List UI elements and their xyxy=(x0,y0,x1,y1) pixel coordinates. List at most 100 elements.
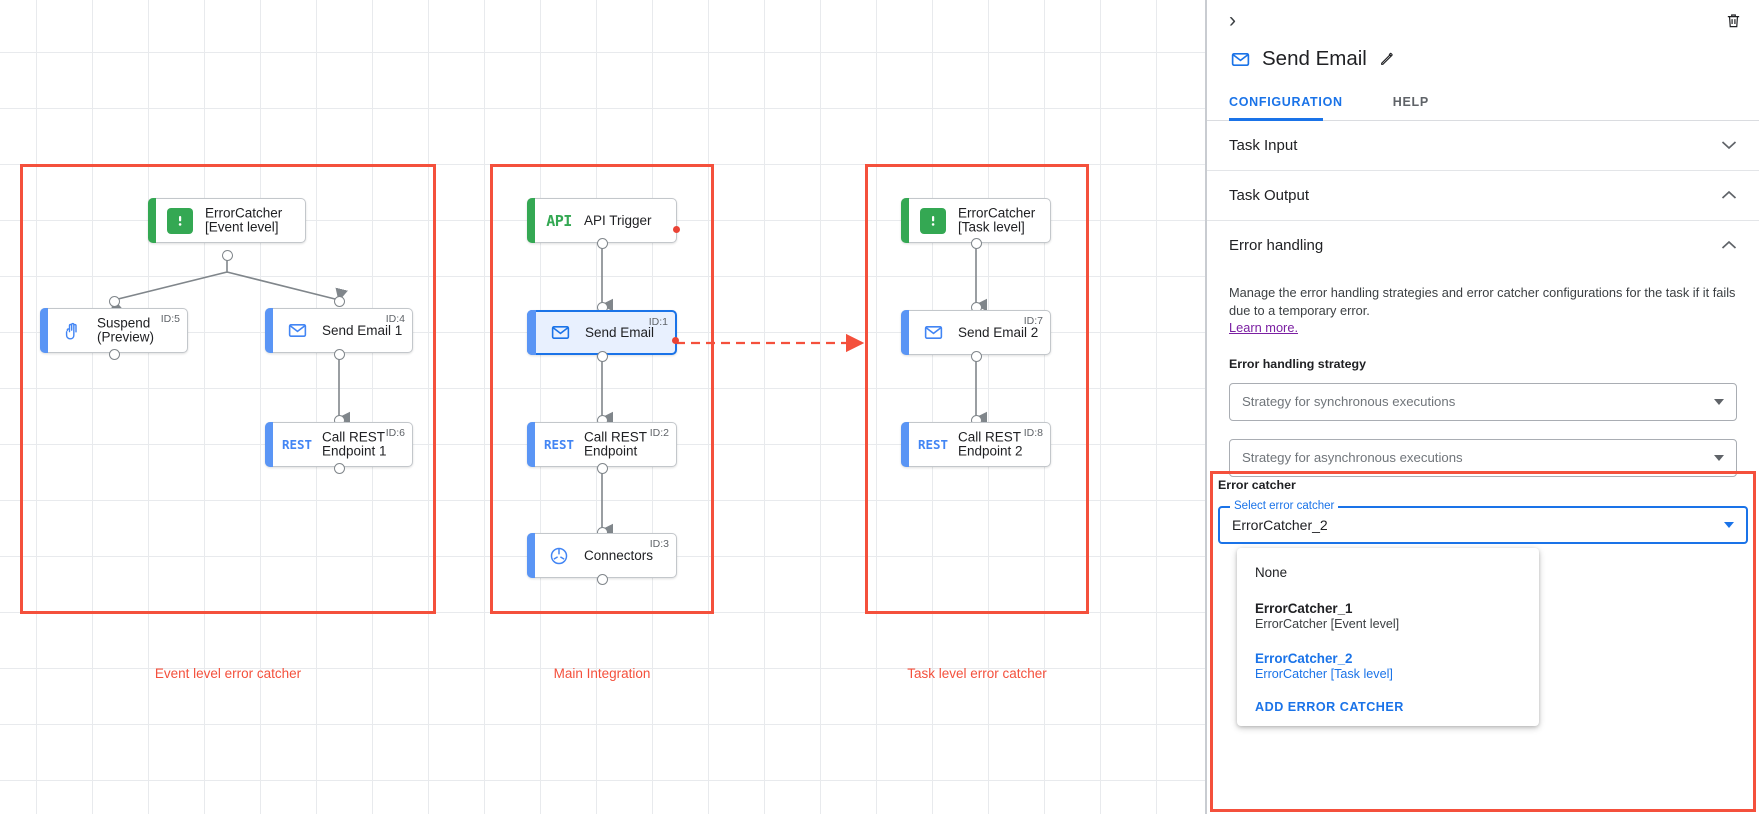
section-task-input[interactable]: Task Input xyxy=(1207,121,1759,171)
panel-header: › Send Email xyxy=(1207,0,1759,85)
group-caption-main-integration: Main Integration xyxy=(553,666,651,681)
dropdown-option-none[interactable]: None xyxy=(1237,559,1539,586)
node-suspend[interactable]: Suspend (Preview) ID:5 xyxy=(40,308,188,353)
node-port-out[interactable] xyxy=(222,250,233,261)
error-catcher-section-label: Error catcher xyxy=(1218,478,1296,492)
node-label: Send Email xyxy=(585,324,655,340)
node-id-tag: ID:6 xyxy=(385,427,405,439)
group-box-event-level xyxy=(20,164,436,614)
chevron-down-icon xyxy=(1721,138,1737,153)
delete-task-button[interactable] xyxy=(1721,8,1745,32)
section-task-output[interactable]: Task Output xyxy=(1207,171,1759,221)
node-accent-bar xyxy=(527,310,536,355)
node-port-out[interactable] xyxy=(597,463,608,474)
option-sublabel: ErrorCatcher [Task level] xyxy=(1255,667,1393,681)
section-title: Error handling xyxy=(1229,237,1324,254)
node-port-out[interactable] xyxy=(971,351,982,362)
node-call-rest-endpoint-2[interactable]: REST Call REST Endpoint 2 ID:8 xyxy=(901,422,1051,467)
node-send-email-selected[interactable]: Send Email ID:1 xyxy=(527,310,679,355)
integration-canvas[interactable]: Event level error catcher Main Integrati… xyxy=(0,0,1207,814)
group-caption-event-level: Event level error catcher xyxy=(154,666,302,681)
dropdown-option-errorcatcher-1[interactable]: ErrorCatcher_1 ErrorCatcher [Event level… xyxy=(1237,595,1539,637)
email-icon xyxy=(547,320,573,346)
error-handling-body: Manage the error handling strategies and… xyxy=(1207,270,1759,477)
node-port-out[interactable] xyxy=(597,238,608,249)
node-id-tag: ID:4 xyxy=(385,313,405,325)
connectors-icon xyxy=(546,543,572,569)
node-error-catcher-event-level[interactable]: ErrorCatcher [Event level] xyxy=(148,198,306,243)
node-label: ErrorCatcher [Event level] xyxy=(205,205,283,235)
node-port-out[interactable] xyxy=(597,351,608,362)
chevron-down-icon xyxy=(1724,522,1734,528)
node-label: ErrorCatcher [Task level] xyxy=(958,205,1036,235)
node-send-email-2[interactable]: Send Email 2 ID:7 xyxy=(901,310,1051,355)
node-port-out[interactable] xyxy=(334,463,345,474)
chevron-down-icon xyxy=(1714,398,1724,405)
node-accent-bar xyxy=(527,198,535,243)
collapse-panel-button[interactable]: › xyxy=(1229,9,1236,32)
learn-more-link[interactable]: Learn more. xyxy=(1229,320,1298,335)
error-catcher-float-label: Select error catcher xyxy=(1230,500,1339,512)
section-error-handling[interactable]: Error handling xyxy=(1207,221,1759,270)
node-call-rest-endpoint-1[interactable]: REST Call REST Endpoint 1 ID:6 xyxy=(265,422,413,467)
section-title: Task Input xyxy=(1229,137,1298,154)
node-label: Suspend (Preview) xyxy=(97,315,155,345)
error-catcher-dropdown-menu[interactable]: None ErrorCatcher_1 ErrorCatcher [Event … xyxy=(1237,548,1539,726)
node-port-out[interactable] xyxy=(971,238,982,249)
node-id-tag: ID:8 xyxy=(1023,427,1043,439)
node-send-email-1[interactable]: Send Email 1 ID:4 xyxy=(265,308,413,353)
node-error-catcher-task-level[interactable]: ErrorCatcher [Task level] xyxy=(901,198,1051,243)
async-strategy-select[interactable]: Strategy for asynchronous executions xyxy=(1229,438,1737,477)
node-id-tag: ID:3 xyxy=(649,538,669,550)
chevron-up-icon xyxy=(1721,188,1737,203)
node-error-indicator-dot xyxy=(673,226,680,233)
api-icon: API xyxy=(546,211,572,230)
node-accent-bar xyxy=(265,422,273,467)
async-strategy-value: Strategy for asynchronous executions xyxy=(1242,450,1463,465)
node-port-out[interactable] xyxy=(109,349,120,360)
node-accent-bar xyxy=(527,422,535,467)
node-accent-bar xyxy=(901,198,909,243)
node-error-indicator-dot xyxy=(672,337,679,344)
dropdown-option-errorcatcher-2[interactable]: ErrorCatcher_2 ErrorCatcher [Task level] xyxy=(1237,645,1539,687)
node-id-tag: ID:5 xyxy=(160,313,180,325)
node-label: Call REST Endpoint xyxy=(584,429,648,459)
node-api-trigger[interactable]: API API Trigger xyxy=(527,198,680,243)
node-accent-bar xyxy=(901,310,909,355)
node-port-in[interactable] xyxy=(109,296,120,307)
edit-pencil-icon[interactable] xyxy=(1378,50,1396,68)
group-box-task-level xyxy=(865,164,1089,614)
suspend-hand-icon xyxy=(59,318,85,344)
add-error-catcher-button[interactable]: ADD ERROR CATCHER xyxy=(1255,700,1404,714)
chevron-down-icon xyxy=(1714,454,1724,461)
tab-configuration[interactable]: CONFIGURATION xyxy=(1229,85,1359,121)
node-port-in[interactable] xyxy=(334,296,345,307)
sync-strategy-value: Strategy for synchronous executions xyxy=(1242,394,1456,409)
section-title: Task Output xyxy=(1229,187,1310,204)
node-accent-bar xyxy=(40,308,48,353)
node-accent-bar xyxy=(265,308,273,353)
email-icon xyxy=(920,320,946,346)
node-port-out[interactable] xyxy=(597,574,608,585)
option-label: ErrorCatcher_2 xyxy=(1255,651,1353,666)
node-call-rest-endpoint[interactable]: REST Call REST Endpoint ID:2 xyxy=(527,422,677,467)
error-handling-description-text: Manage the error handling strategies and… xyxy=(1229,285,1736,318)
node-port-out[interactable] xyxy=(334,349,345,360)
node-label: Call REST Endpoint 2 xyxy=(958,429,1023,459)
error-catcher-icon xyxy=(167,207,193,234)
node-label: Connectors xyxy=(584,547,654,563)
tab-help[interactable]: HELP xyxy=(1392,95,1429,109)
node-connectors[interactable]: Connectors ID:3 xyxy=(527,533,677,578)
rest-icon: REST xyxy=(917,437,949,452)
node-id-tag: ID:1 xyxy=(648,316,668,328)
sync-strategy-select[interactable]: Strategy for synchronous executions xyxy=(1229,382,1737,421)
option-sublabel: ErrorCatcher [Event level] xyxy=(1255,617,1400,631)
node-id-tag: ID:2 xyxy=(649,427,669,439)
page-title: Send Email xyxy=(1262,47,1367,70)
group-caption-task-level: Task level error catcher xyxy=(907,666,1047,681)
error-catcher-select[interactable]: Select error catcher ErrorCatcher_2 xyxy=(1218,500,1748,544)
node-label: API Trigger xyxy=(584,212,652,228)
panel-tabs: CONFIGURATION HELP xyxy=(1207,85,1759,121)
email-icon xyxy=(284,318,310,344)
